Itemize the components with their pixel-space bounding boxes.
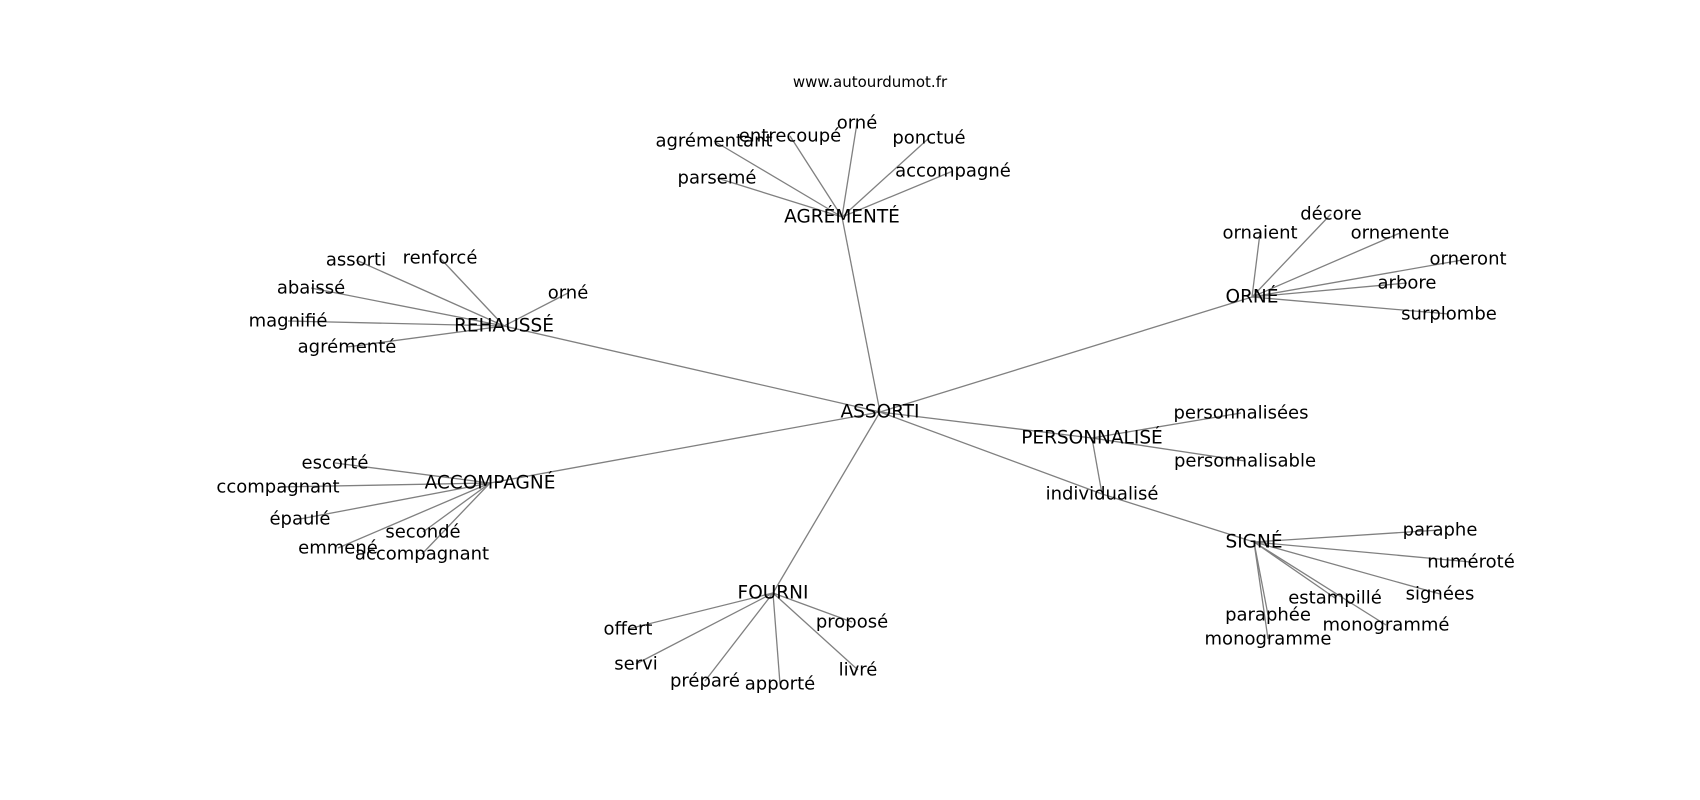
node-label-ag-orne: orné [837,113,878,134]
edge-assorti-rehausse [503,325,881,413]
edge-fourni-fo_offert [627,592,774,630]
edge-fourni-fo_servi [635,592,774,665]
node-label-si-monogramme1: monogrammé [1323,615,1450,636]
node-label-pe-personnalisees: personnalisées [1173,403,1308,424]
edge-rehausse-re_assorti [355,259,505,327]
node-label-re-abaisse: abaissé [277,278,345,299]
node-label-ag-ponctue: ponctué [892,128,965,149]
edge-fourni-fo_prepare [704,592,774,682]
edge-agremente_hub-ag_ponctue [841,137,930,218]
node-label-re-magnifie: magnifié [249,311,328,332]
node-label-or-arbore: arbore [1378,273,1437,294]
edge-rehausse-re_magnifie [287,320,505,327]
node-label-or-ornaient: ornaient [1222,223,1297,244]
edge-personnalise-pe_personnalisees [1091,412,1242,439]
node-label-ac-seconde: secondé [385,522,460,543]
edge-orne_hub-or_decore [1251,213,1332,298]
edge-signe-si_numerote [1253,541,1472,563]
node-label-fo-apporte: apporté [745,674,815,695]
node-label-fo-offert: offert [604,619,653,640]
edge-assorti-agremente_hub [841,216,881,413]
node-label-ag-entrecoupe: entrecoupé [739,126,841,147]
edge-fourni-fo_apporte [772,592,781,685]
node-label-si-paraphee: paraphée [1225,605,1311,626]
node-label-or-surplombe: surplombe [1401,304,1497,325]
edge-agremente_hub-ag_agrementant [713,140,843,218]
node-label-pe-personnalisable: personnalisable [1174,451,1316,472]
edge-agremente_hub-ag_accompagne [841,170,954,218]
node-label-fo-livre: livré [839,660,878,681]
edge-personnalise-individualise [1091,437,1103,495]
edge-assorti-accompagne_hub [489,411,881,484]
edge-rehausse-re_agremente [346,325,505,348]
edge-signe-si_paraphe [1253,529,1441,543]
edge-fourni-fo_propose [772,592,853,623]
node-label-ac-accompagnant: accompagnant [355,544,489,565]
node-label-si-monogramme2: monogramme [1205,629,1332,650]
node-label-individualise: individualisé [1046,484,1159,505]
edge-accompagne_hub-ac_epaule [299,482,491,520]
node-label-re-orne: orné [548,283,589,304]
edge-rehausse-re_renforce [439,257,505,327]
node-label-ag-accompagne: accompagné [895,161,1011,182]
node-label-or-decore: décore [1300,204,1362,225]
node-label-re-agremente: agrémenté [298,337,397,358]
edge-individualise-signe [1101,493,1255,543]
node-label-or-orneront: orneront [1429,249,1506,270]
node-label-agremente-hub: AGRÉMENTÉ [784,206,900,228]
node-label-fourni: FOURNI [738,583,809,604]
node-label-si-signees: signées [1406,584,1475,605]
edge-accompagne_hub-ac_emmene [337,482,491,549]
edge-accompagne_hub-ac_seconde [422,482,491,533]
node-label-ac-epaule: épaulé [269,509,330,530]
edge-signe-si_monogramme1 [1253,541,1387,626]
edge-personnalise-pe_personnalisable [1091,437,1246,462]
node-label-re-renforce: renforcé [403,248,478,269]
node-label-ac-ccompagnant: ccompagnant [216,477,339,498]
edge-orne_hub-or_orneront [1251,258,1469,298]
node-label-fo-servi: servi [614,654,658,675]
edge-fourni-fo_livre [772,592,859,671]
edge-accompagne_hub-ac_ccompagnant [277,482,491,488]
edge-accompagne_hub-ac_escorte [334,462,491,484]
node-label-fo-propose: proposé [816,612,888,633]
node-label-assorti: ASSORTI [841,402,920,423]
edge-assorti-fourni [772,411,881,594]
site-caption: www.autourdumot.fr [793,73,948,91]
edge-agremente_hub-ag_entrecoupe [789,135,843,218]
node-label-fo-prepare: préparé [670,671,740,692]
edge-orne_hub-or_arbore [1251,282,1408,298]
node-label-signe: SIGNÉ [1225,531,1282,553]
edge-rehausse-re_orne [503,292,569,327]
node-label-or-ornemente: ornemente [1351,223,1450,244]
node-label-ac-emmene: emmené [298,538,378,559]
edge-orne_hub-or_surplombe [1251,296,1450,315]
node-label-si-estampille: estampillé [1288,588,1382,609]
edge-agremente_hub-ag_parseme [716,177,843,218]
node-label-ac-escorte: escorté [302,453,369,474]
node-label-personnalise: PERSONNALISÉ [1021,427,1163,449]
node-label-orne-hub: ORNÉ [1226,286,1279,308]
edge-signe-si_signees [1253,541,1441,595]
node-label-accompagne-hub: ACCOMPAGNÉ [425,472,556,494]
edge-rehausse-re_abaisse [310,287,505,327]
edge-orne_hub-or_ornaient [1251,232,1261,298]
edge-assorti-individualise [879,411,1103,495]
graph-edges [277,122,1472,685]
node-label-si-paraphe: paraphe [1403,520,1478,541]
graph-labels: ASSORTI AGRÉMENTÉ REHAUSSÉ ACCOMPAGNÉ FOURNI… [216,113,1514,695]
edge-assorti-personnalise [879,411,1093,439]
edge-accompagne_hub-ac_accompagnant [421,482,491,555]
edge-agremente_hub-ag_orne [841,122,858,218]
edge-signe-si_estampille [1253,541,1336,599]
node-label-ag-parseme: parsemé [678,168,757,189]
node-label-rehausse: REHAUSSÉ [454,315,554,337]
node-label-re-assorti: assorti [326,250,386,271]
edge-orne_hub-or_ornemente [1251,232,1401,298]
edge-signe-si_monogramme2 [1253,541,1269,640]
edge-assorti-orne_hub [879,296,1253,413]
node-label-ag-agrementant: agrémentant [655,131,772,152]
node-label-si-numerote: numéroté [1427,552,1515,573]
